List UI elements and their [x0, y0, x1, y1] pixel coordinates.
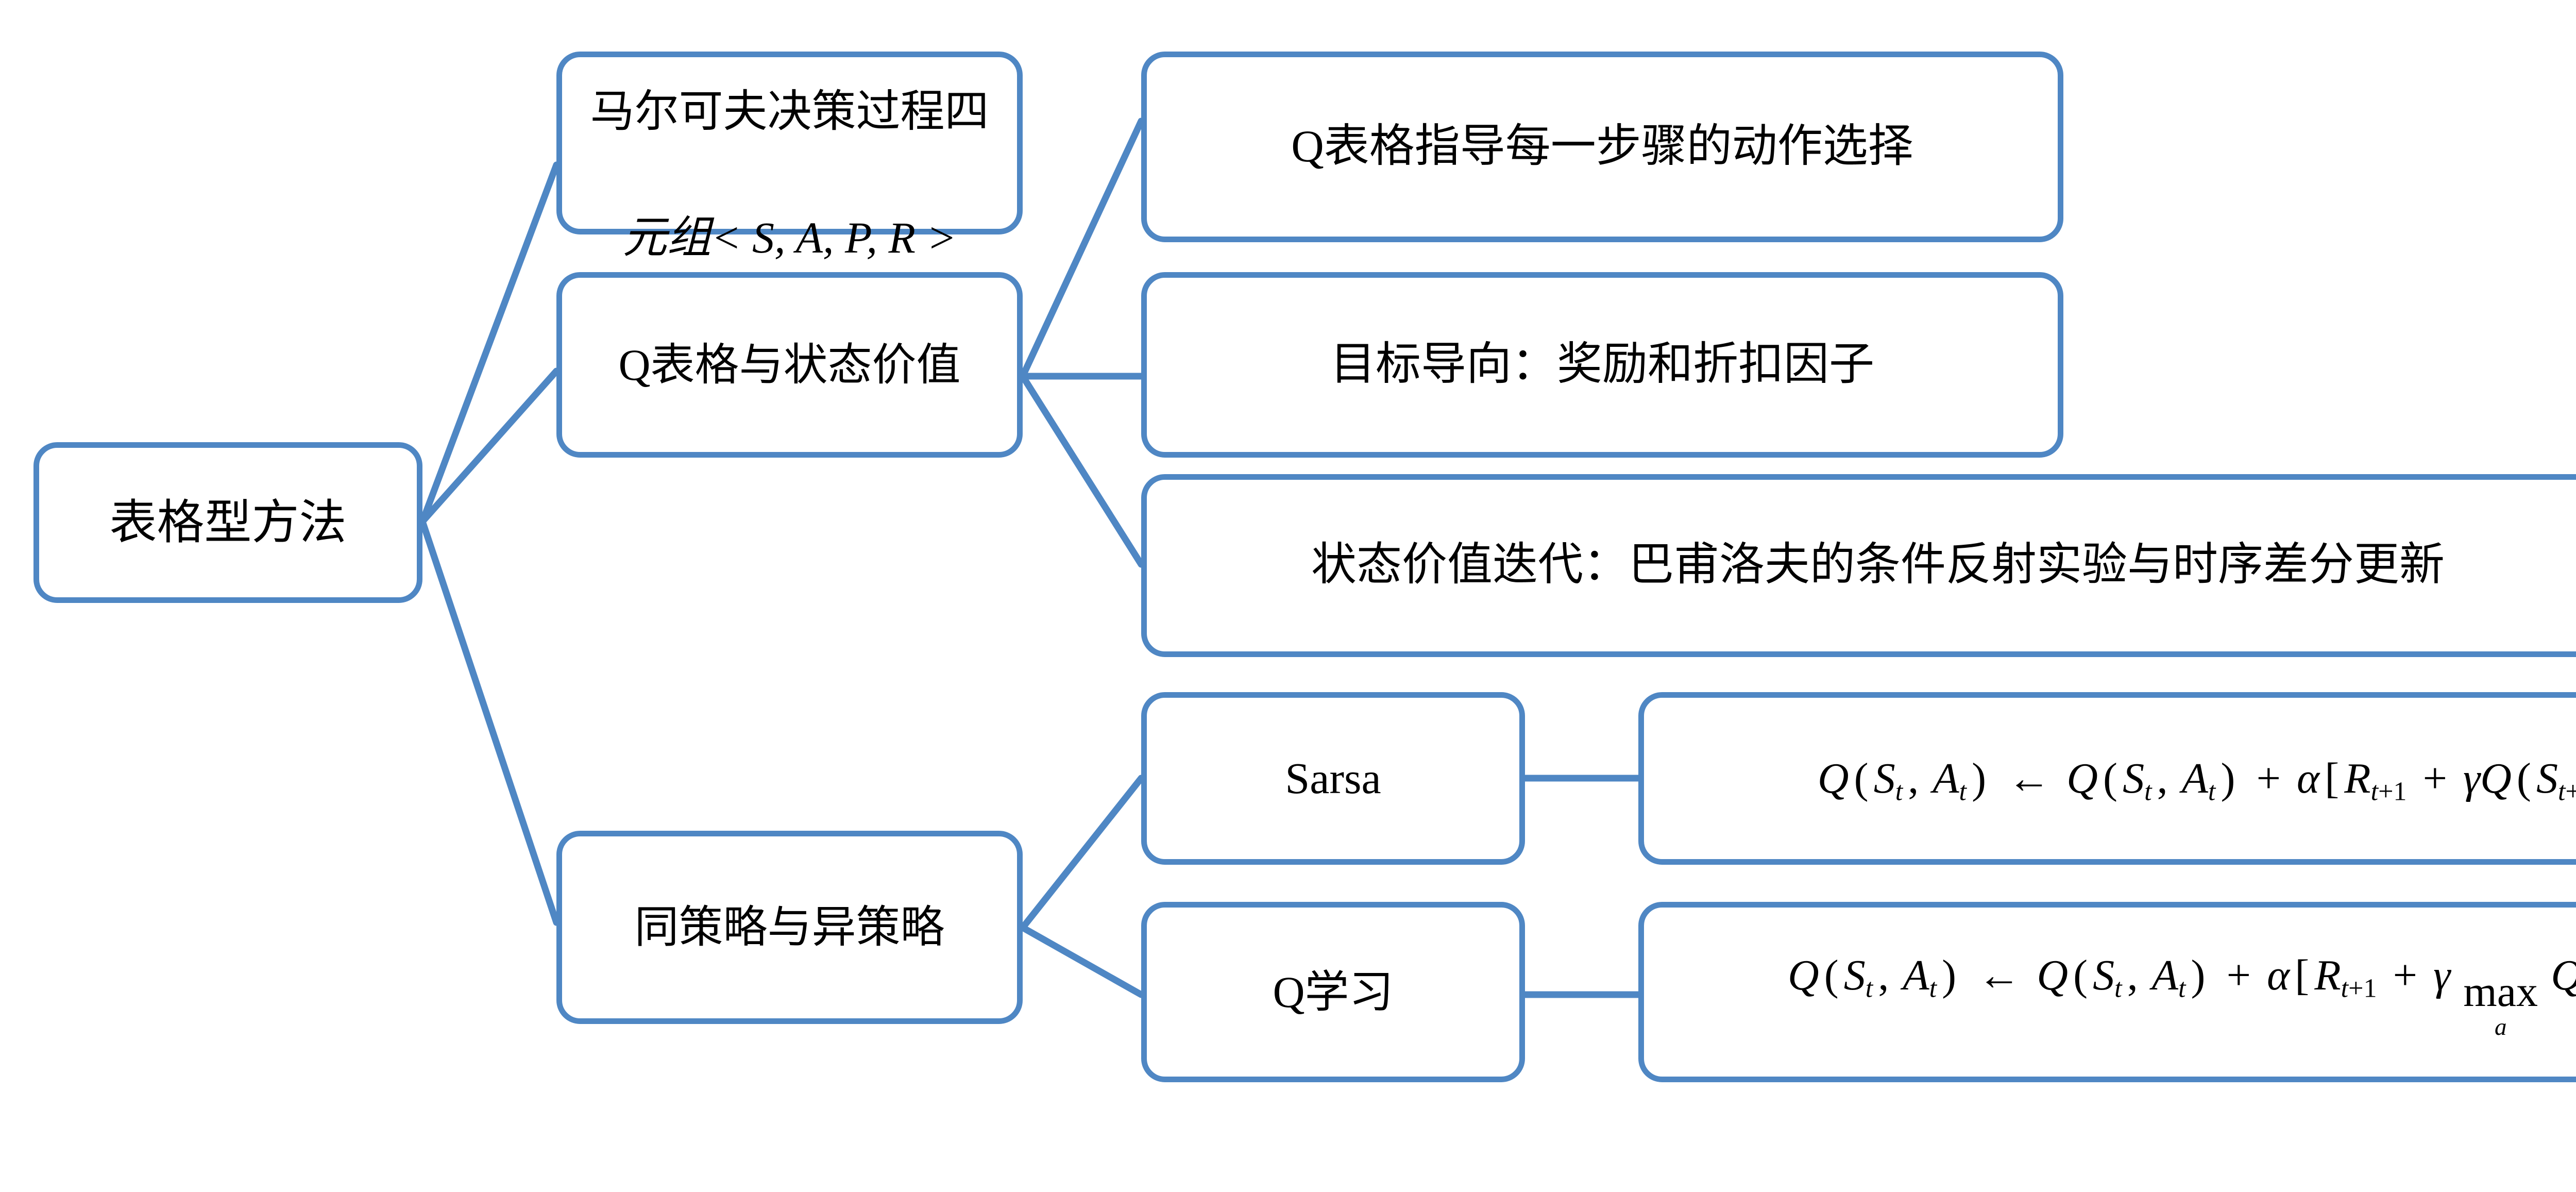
node-leaf-state-value-iteration-td[interactable]: 状态价值迭代：巴甫洛夫的条件反射实验与时序差分更新 — [1141, 474, 2576, 657]
node-on-off-policy-label: 同策略与异策略 — [634, 902, 945, 952]
node-formula-sarsa[interactable]: Q(St, At) ← Q(St, At) + α[Rt+1 + γQ(St+1… — [1638, 692, 2576, 865]
node-leaf-state-value-iteration-td-label: 状态价值迭代：巴甫洛夫的条件反射实验与时序差分更新 — [1311, 540, 2445, 591]
node-algo-q-learning[interactable]: Q学习 — [1141, 902, 1525, 1082]
node-leaf-q-table-guides-action-label: Q表格指导每一步骤的动作选择 — [1291, 121, 1913, 172]
node-leaf-goal-oriented-reward-discount[interactable]: 目标导向：奖励和折扣因子 — [1141, 272, 2063, 458]
node-on-off-policy[interactable]: 同策略与异策略 — [556, 831, 1023, 1024]
node-leaf-q-table-guides-action[interactable]: Q表格指导每一步骤的动作选择 — [1141, 52, 2063, 242]
node-algo-sarsa-label: Sarsa — [1285, 753, 1381, 803]
connector-qtable-to-leaf1 — [1019, 117, 1145, 380]
node-mdp-tuple[interactable]: 马尔可夫决策过程四 元组< S, A, P, R > — [556, 52, 1023, 262]
node-algo-q-learning-label: Q学习 — [1273, 967, 1394, 1017]
node-q-table-state-value[interactable]: Q表格与状态价值 — [556, 272, 1023, 458]
connector-root-to-qtable — [419, 367, 560, 525]
node-leaf-goal-oriented-reward-discount-label: 目标导向：奖励和折扣因子 — [1330, 339, 1874, 390]
formula-sarsa-math: Q(St, At) ← Q(St, At) + α[Rt+1 + γQ(St+1… — [1817, 754, 2576, 807]
connector-policy-to-qlearning — [1019, 924, 1145, 998]
connector-qtable-to-leaf3 — [1019, 373, 1145, 568]
node-q-table-state-value-label: Q表格与状态价值 — [618, 340, 961, 390]
node-root-label: 表格型方法 — [109, 496, 347, 549]
node-mdp-tuple-label: 马尔可夫决策过程四 元组< S, A, P, R > — [590, 87, 989, 262]
node-root[interactable]: 表格型方法 — [33, 442, 422, 603]
connector-policy-to-sarsa — [1019, 775, 1145, 931]
connector-root-to-mdp — [419, 161, 560, 525]
connector-root-to-policy — [419, 518, 560, 926]
node-algo-sarsa[interactable]: Sarsa — [1141, 692, 1525, 865]
